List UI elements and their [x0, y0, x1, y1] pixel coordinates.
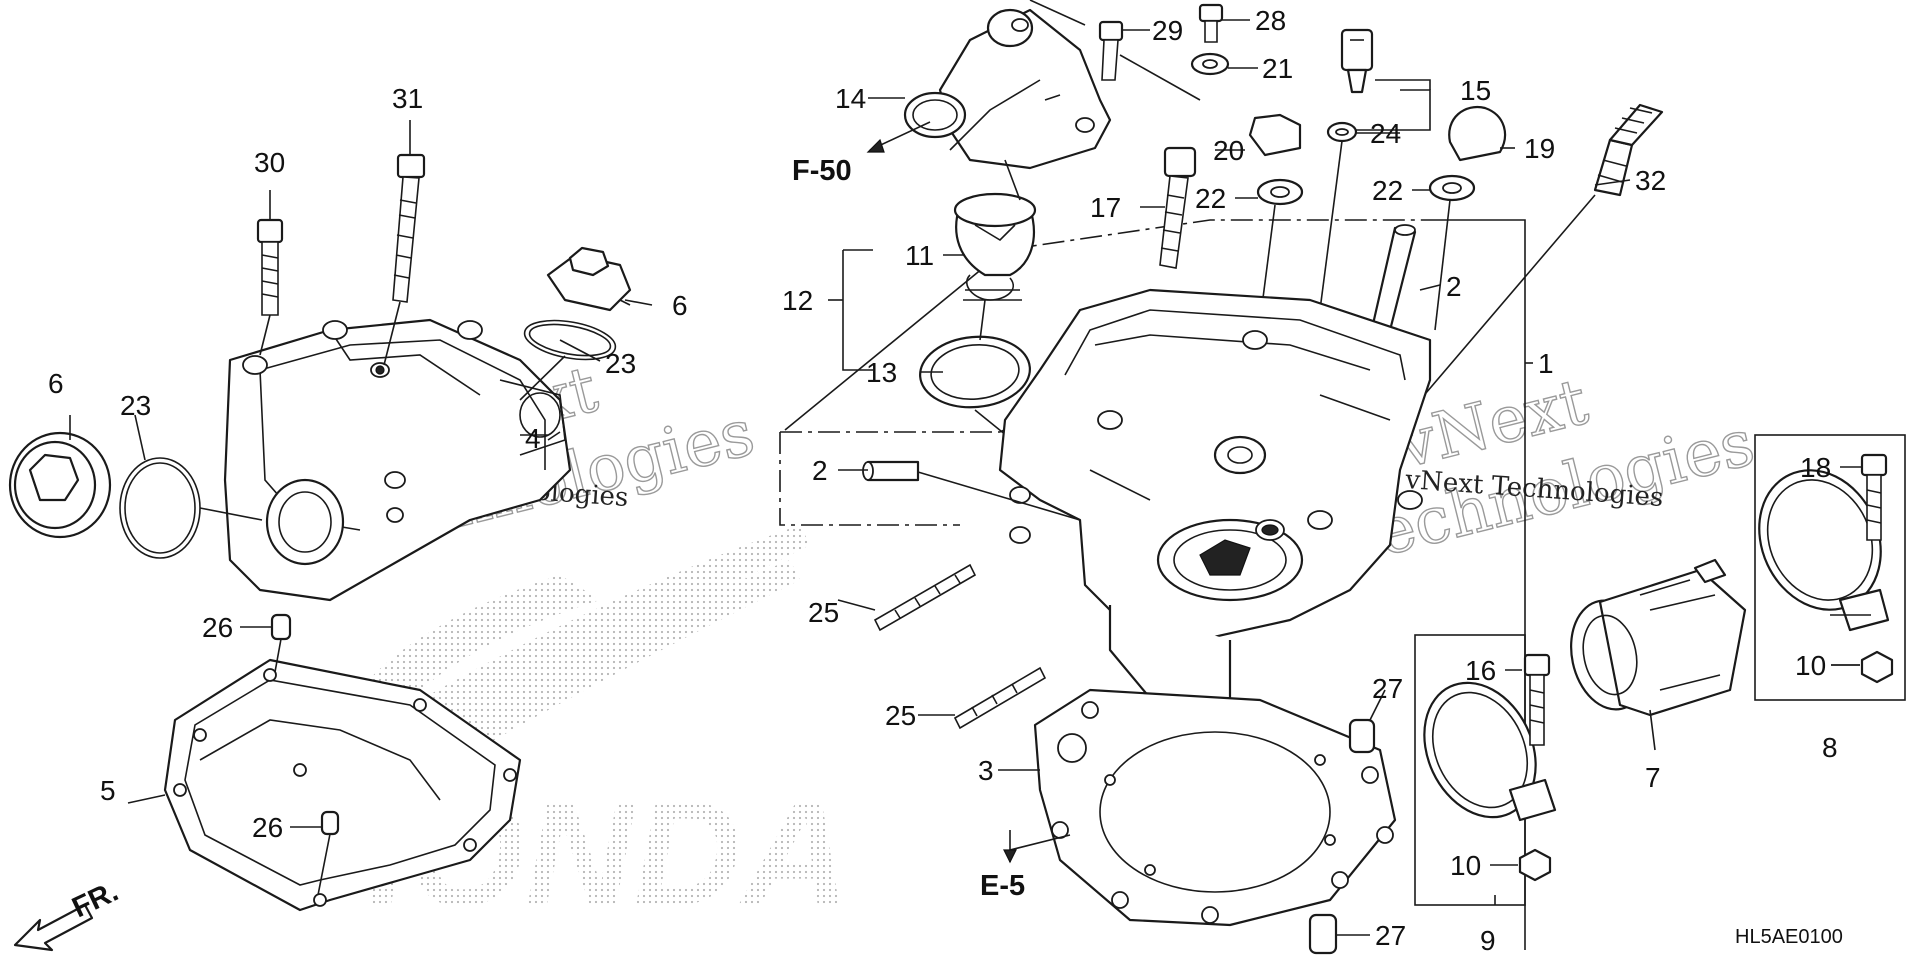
callout-7: 7 — [1645, 762, 1661, 793]
cap-19 — [1448, 105, 1507, 162]
callout-labels: 1 2 2 3 4 5 6 6 7 8 9 10 10 11 12 13 14 … — [48, 5, 1838, 956]
callout-20: 20 — [1213, 135, 1244, 166]
cylinder-head-gasket — [1033, 688, 1397, 927]
bolt-29 — [1098, 20, 1124, 81]
callout-18: 18 — [1800, 452, 1831, 483]
callout-16: 16 — [1465, 655, 1496, 686]
thermostat-seal — [919, 335, 1031, 409]
callout-28: 28 — [1255, 5, 1286, 36]
diagram-code: HL5AE0100 — [1735, 926, 1843, 948]
callout-25-upper: 25 — [808, 597, 839, 628]
callout-3: 3 — [978, 755, 994, 786]
bolt-28 — [1198, 3, 1224, 43]
o-ring-left — [119, 457, 201, 559]
clamp-9 — [1423, 681, 1557, 822]
callout-9: 9 — [1480, 925, 1496, 956]
nut-10-lower — [1518, 848, 1552, 882]
dowel-27-upper — [1348, 718, 1376, 754]
callout-31: 31 — [392, 83, 423, 114]
callout-4: 4 — [525, 423, 541, 454]
callout-2-left: 2 — [812, 455, 828, 486]
callout-22-left: 22 — [1195, 183, 1226, 214]
cross-ref-e5: E-5 — [980, 870, 1025, 902]
callout-8: 8 — [1822, 732, 1838, 763]
callout-26-upper: 26 — [202, 612, 233, 643]
callout-13: 13 — [866, 357, 897, 388]
callout-29: 29 — [1152, 15, 1183, 46]
callout-15: 15 — [1460, 75, 1491, 106]
callout-2-right: 2 — [1446, 271, 1462, 302]
thermostat — [953, 192, 1037, 301]
callout-30: 30 — [254, 147, 285, 178]
callout-32: 32 — [1635, 165, 1666, 196]
callout-23-left: 23 — [120, 390, 151, 421]
clamp-8 — [1758, 469, 1890, 632]
washer-22-left — [1256, 178, 1304, 206]
cross-ref-f50: F-50 — [792, 155, 852, 187]
f50-arrow — [866, 121, 931, 153]
cylinder-head-cover — [223, 318, 572, 602]
callout-6-left: 6 — [48, 368, 64, 399]
callout-25-lower: 25 — [885, 700, 916, 731]
temperature-sensor — [1340, 28, 1374, 94]
callout-5: 5 — [100, 775, 116, 806]
callout-27-upper: 27 — [1372, 673, 1403, 704]
callout-21: 21 — [1262, 53, 1293, 84]
nut-10-upper — [1860, 650, 1894, 684]
callout-23-right: 23 — [605, 348, 636, 379]
stud-25-upper — [873, 563, 977, 632]
washer-22-right — [1428, 174, 1476, 202]
callout-1: 1 — [1538, 348, 1554, 379]
intake-pipe — [1570, 558, 1747, 717]
front-arrow — [13, 903, 94, 952]
bolt-18 — [1860, 453, 1888, 541]
callout-26-lower: 26 — [252, 812, 283, 843]
callout-22-right: 22 — [1372, 175, 1403, 206]
dowel-26-lower — [320, 810, 340, 836]
valve-guide-left — [862, 460, 920, 482]
washer-21 — [1190, 52, 1230, 76]
callout-10-upper: 10 — [1795, 650, 1826, 681]
thermostat-housing — [903, 8, 1112, 170]
filler-cap-right — [546, 246, 632, 312]
bolt-16 — [1523, 653, 1551, 746]
callout-17: 17 — [1090, 192, 1121, 223]
o-ring-right — [523, 319, 617, 361]
cylinder-head — [998, 288, 1432, 737]
head-cover-gasket — [163, 658, 522, 912]
callout-12: 12 — [782, 285, 813, 316]
stud-25-lower — [953, 666, 1047, 730]
callout-leaders — [69, 19, 1871, 936]
bolt-17 — [1159, 146, 1197, 269]
callout-6-right: 6 — [672, 290, 688, 321]
bolt-31 — [392, 153, 426, 303]
cap-20 — [1248, 113, 1302, 157]
e5-arrow — [1003, 830, 1017, 864]
washer-24 — [1326, 121, 1358, 143]
callout-19: 19 — [1524, 133, 1555, 164]
bolt-30 — [256, 218, 284, 316]
callout-10-lower: 10 — [1450, 850, 1481, 881]
filler-cap-left — [8, 431, 112, 539]
callout-14: 14 — [835, 83, 866, 114]
dowel-26-upper — [270, 613, 292, 641]
dowel-27-lower — [1308, 913, 1338, 955]
callout-24: 24 — [1370, 118, 1401, 149]
callout-11: 11 — [905, 240, 934, 271]
callout-27-lower: 27 — [1375, 920, 1406, 951]
